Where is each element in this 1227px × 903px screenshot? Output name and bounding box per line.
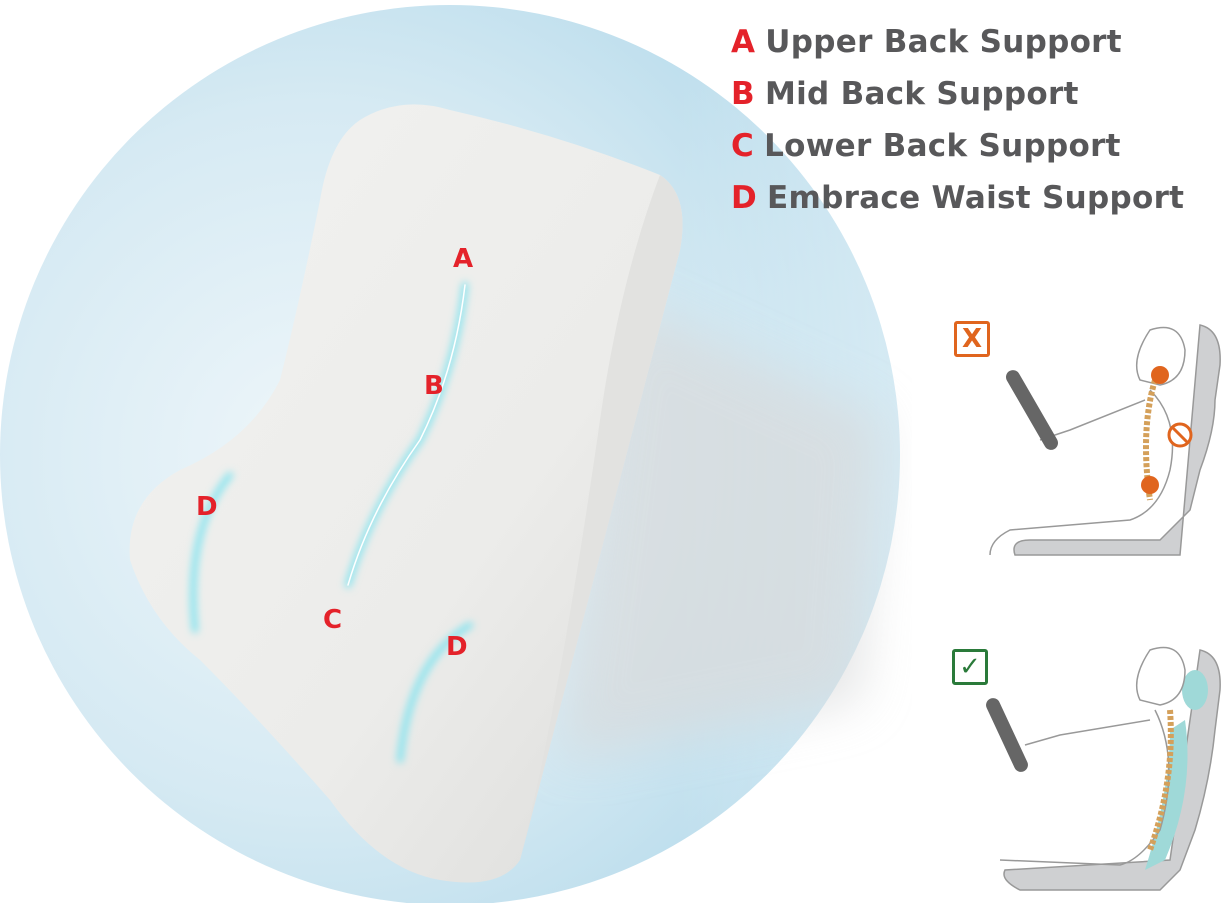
correct-posture-illustration — [986, 646, 1221, 891]
legend-label: Upper Back Support — [765, 24, 1122, 60]
marker-b: B — [424, 371, 444, 401]
marker-a: A — [453, 244, 474, 274]
legend-key: D — [731, 180, 758, 216]
legend-key: C — [731, 128, 755, 164]
legend-label: Mid Back Support — [764, 76, 1079, 112]
pillow — [129, 104, 683, 883]
marker-d-right: D — [446, 632, 468, 662]
legend-label: Embrace Waist Support — [767, 180, 1185, 216]
correct-posture-check-icon: ✓ — [952, 649, 988, 685]
legend-key: A — [731, 24, 756, 60]
legend-label: Lower Back Support — [764, 128, 1121, 164]
wrong-posture-x-icon: X — [954, 321, 990, 357]
pillow-shadow — [560, 300, 880, 760]
marker-d-left: D — [196, 492, 218, 522]
marker-c: C — [323, 605, 343, 635]
wrong-posture-illustration — [989, 324, 1221, 556]
legend-key: B — [731, 76, 755, 112]
